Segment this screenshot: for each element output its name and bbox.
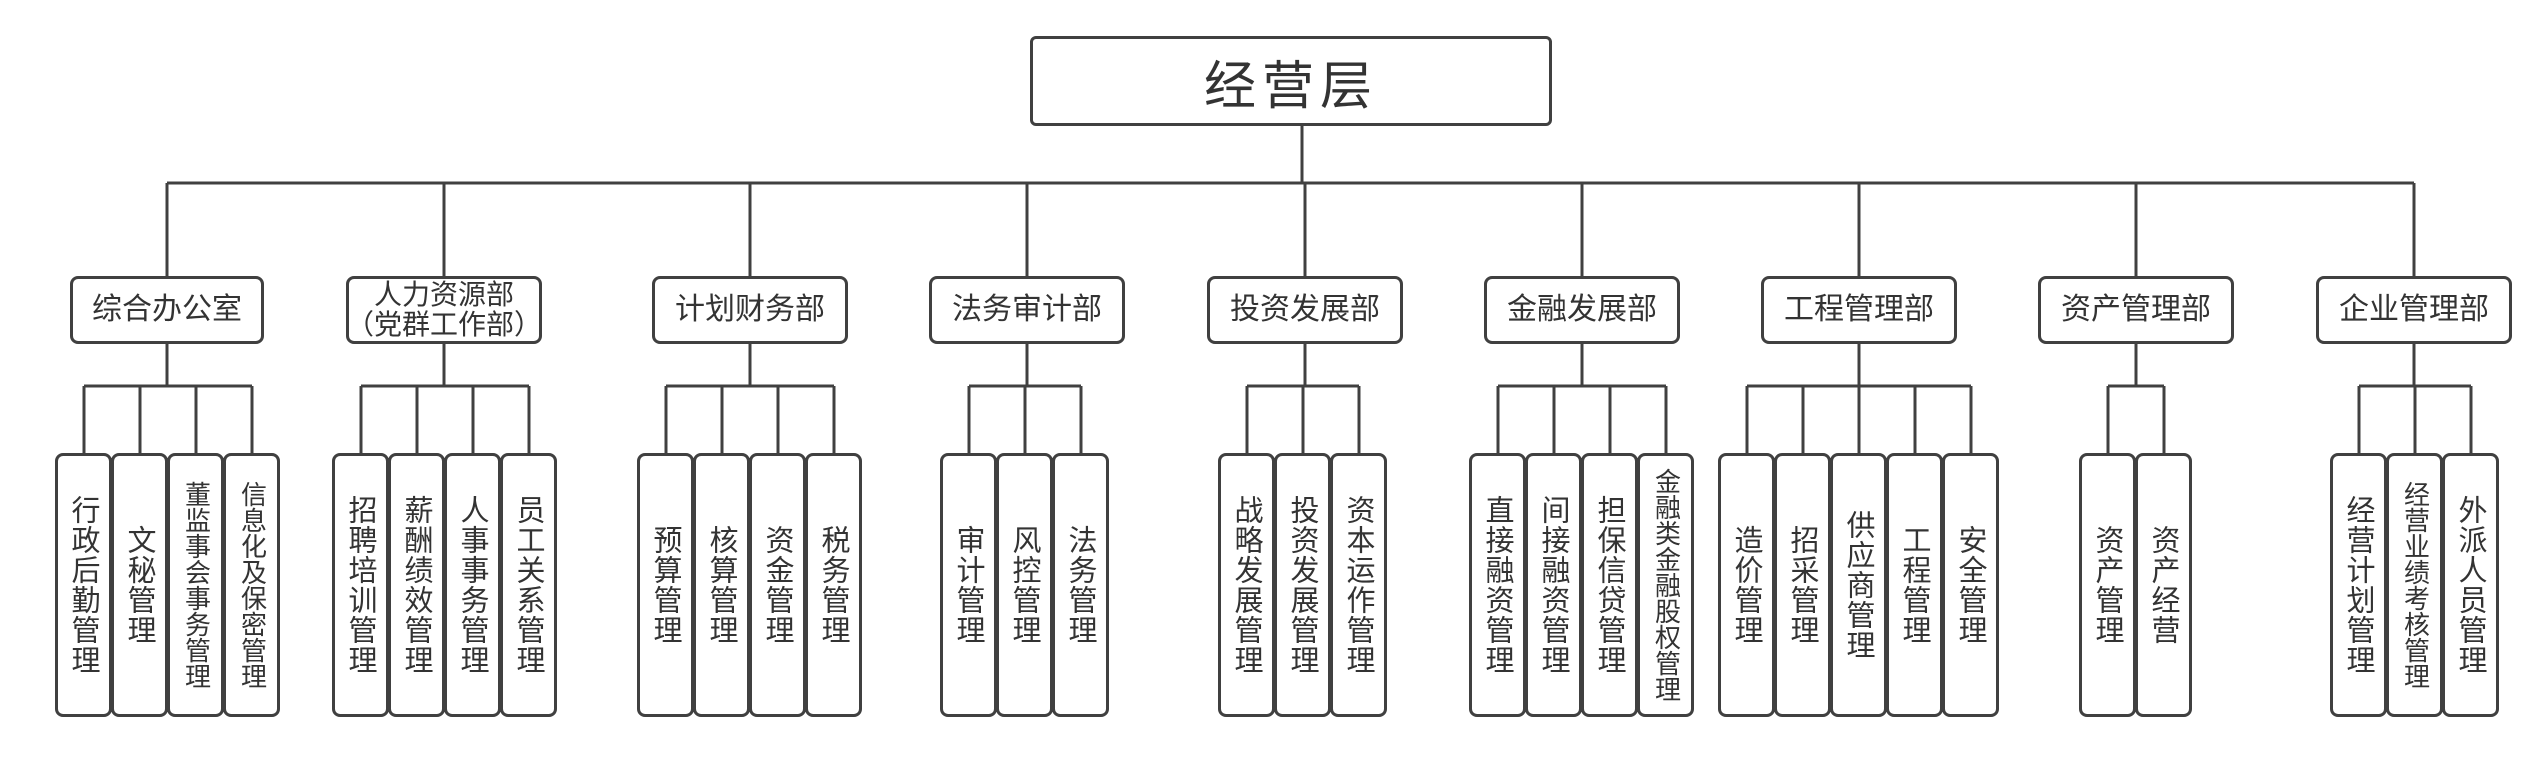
- department-box-general-office: 综合办公室: [70, 276, 264, 344]
- unit-box: 金融类金融股权管理: [1637, 453, 1694, 717]
- department-label-line2: （党群工作部）: [346, 308, 543, 341]
- unit-box: 外派人员管理: [2442, 453, 2499, 717]
- unit-label: 风控管理: [1008, 525, 1042, 645]
- department-label: 综合办公室: [92, 292, 242, 327]
- unit-label: 审计管理: [952, 525, 986, 645]
- unit-box: 战略发展管理: [1218, 453, 1275, 717]
- top-level-box: 经营层: [1030, 36, 1552, 126]
- department-label: 法务审计部: [952, 292, 1102, 327]
- unit-box: 直接融资管理: [1469, 453, 1526, 717]
- unit-label: 金融类金融股权管理: [1650, 468, 1681, 702]
- unit-label: 资金管理: [761, 525, 795, 645]
- department-box-financial-dev: 金融发展部: [1484, 276, 1680, 344]
- department-label: 企业管理部: [2339, 292, 2489, 327]
- unit-box: 风控管理: [996, 453, 1053, 717]
- unit-label: 法务管理: [1064, 525, 1098, 645]
- unit-label: 安全管理: [1954, 525, 1988, 645]
- unit-label: 战略发展管理: [1230, 495, 1264, 675]
- unit-box: 信息化及保密管理: [223, 453, 280, 717]
- unit-box: 造价管理: [1718, 453, 1775, 717]
- unit-box: 资本运作管理: [1330, 453, 1387, 717]
- unit-box: 资产管理: [2079, 453, 2136, 717]
- unit-label: 担保信贷管理: [1593, 495, 1627, 675]
- unit-box: 预算管理: [637, 453, 694, 717]
- unit-box: 薪酬绩效管理: [388, 453, 445, 717]
- unit-box: 资产经营: [2135, 453, 2192, 717]
- unit-label: 员工关系管理: [512, 495, 546, 675]
- unit-label: 外派人员管理: [2454, 495, 2488, 675]
- department-box-hr: 人力资源部（党群工作部）: [346, 276, 542, 344]
- unit-label: 文秘管理: [123, 525, 157, 645]
- unit-box: 资金管理: [749, 453, 806, 717]
- department-box-investment: 投资发展部: [1207, 276, 1403, 344]
- department-box-engineering: 工程管理部: [1761, 276, 1957, 344]
- department-label: 计划财务部: [675, 292, 825, 327]
- unit-box: 经营计划管理: [2330, 453, 2387, 717]
- department-box-assets: 资产管理部: [2038, 276, 2234, 344]
- department-label: 金融发展部: [1507, 292, 1657, 327]
- unit-box: 招采管理: [1774, 453, 1831, 717]
- unit-label: 税务管理: [817, 525, 851, 645]
- unit-box: 担保信贷管理: [1581, 453, 1638, 717]
- unit-label: 招采管理: [1786, 525, 1820, 645]
- unit-box: 人事事务管理: [444, 453, 501, 717]
- department-box-enterprise-mgmt: 企业管理部: [2316, 276, 2512, 344]
- unit-label: 预算管理: [649, 525, 683, 645]
- department-box-legal-audit: 法务审计部: [929, 276, 1125, 344]
- unit-label: 间接融资管理: [1537, 495, 1571, 675]
- unit-box: 招聘培训管理: [332, 453, 389, 717]
- unit-label: 投资发展管理: [1286, 495, 1320, 675]
- unit-label: 董监事会事务管理: [180, 481, 211, 689]
- unit-box: 董监事会事务管理: [167, 453, 224, 717]
- unit-box: 经营业绩考核管理: [2386, 453, 2443, 717]
- unit-label: 经营业绩考核管理: [2399, 481, 2430, 689]
- unit-label: 人事事务管理: [456, 495, 490, 675]
- unit-box: 供应商管理: [1830, 453, 1887, 717]
- unit-label: 资产经营: [2147, 525, 2181, 645]
- unit-label: 造价管理: [1730, 525, 1764, 645]
- department-label: 工程管理部: [1784, 292, 1934, 327]
- unit-label: 供应商管理: [1842, 510, 1876, 660]
- unit-label: 核算管理: [705, 525, 739, 645]
- unit-label: 招聘培训管理: [344, 495, 378, 675]
- unit-label: 经营计划管理: [2342, 495, 2376, 675]
- unit-box: 税务管理: [805, 453, 862, 717]
- department-label: 投资发展部: [1230, 292, 1380, 327]
- unit-box: 审计管理: [940, 453, 997, 717]
- unit-box: 安全管理: [1942, 453, 1999, 717]
- unit-label: 薪酬绩效管理: [400, 495, 434, 675]
- unit-label: 直接融资管理: [1481, 495, 1515, 675]
- unit-box: 核算管理: [693, 453, 750, 717]
- unit-box: 行政后勤管理: [55, 453, 112, 717]
- department-box-finance: 计划财务部: [652, 276, 848, 344]
- top-level-label: 经营层: [1203, 56, 1378, 117]
- unit-label: 信息化及保密管理: [236, 481, 267, 689]
- unit-label: 工程管理: [1898, 525, 1932, 645]
- unit-label: 资本运作管理: [1342, 495, 1376, 675]
- department-label: 人力资源部: [373, 278, 514, 311]
- unit-label: 资产管理: [2091, 525, 2125, 645]
- unit-box: 工程管理: [1886, 453, 1943, 717]
- unit-box: 间接融资管理: [1525, 453, 1582, 717]
- unit-label: 行政后勤管理: [67, 495, 101, 675]
- unit-box: 文秘管理: [111, 453, 168, 717]
- department-label: 资产管理部: [2061, 292, 2211, 327]
- unit-box: 投资发展管理: [1274, 453, 1331, 717]
- unit-box: 员工关系管理: [500, 453, 557, 717]
- unit-box: 法务管理: [1052, 453, 1109, 717]
